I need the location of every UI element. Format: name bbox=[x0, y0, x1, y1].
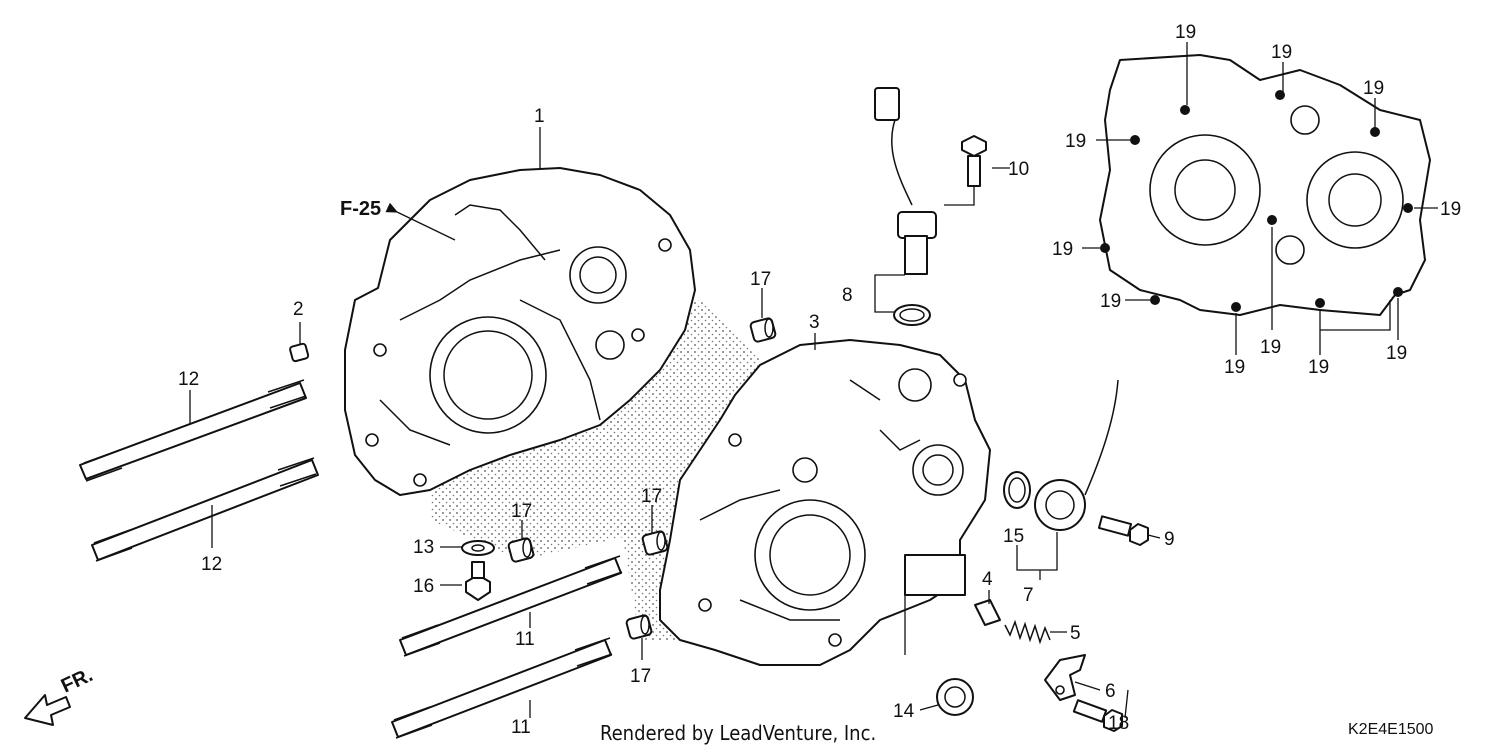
diagram-code: K2E4E1500 bbox=[1348, 721, 1434, 738]
callout-labels: 1 2 3 4 5 6 7 8 9 10 11 11 12 12 13 14 1… bbox=[178, 22, 1461, 738]
callout-9: 9 bbox=[1164, 529, 1175, 550]
bolt-10 bbox=[961, 135, 987, 187]
front-arrow-icon bbox=[24, 694, 71, 726]
callout-14: 14 bbox=[893, 701, 915, 722]
bolt-18 bbox=[1072, 699, 1123, 732]
callout-5: 5 bbox=[1070, 623, 1081, 644]
callout-3: 3 bbox=[809, 312, 820, 333]
oil-seal-14 bbox=[936, 678, 974, 716]
callout-19-j: 19 bbox=[1308, 357, 1329, 378]
callout-17-d: 17 bbox=[630, 666, 651, 687]
sensor-8 bbox=[874, 87, 937, 326]
callout-19-f: 19 bbox=[1052, 239, 1073, 260]
front-direction-indicator: FR. bbox=[24, 664, 96, 726]
callout-2: 2 bbox=[293, 299, 304, 320]
reference-f25: F-25 bbox=[340, 198, 381, 220]
callout-7: 7 bbox=[1023, 585, 1034, 606]
dowel-pin-17-b bbox=[507, 537, 535, 563]
stud-bolt-11-lower bbox=[391, 637, 613, 739]
dowel-pin-17-c bbox=[641, 530, 669, 556]
switch-7 bbox=[1034, 379, 1119, 531]
callout-11-upper: 11 bbox=[515, 629, 535, 650]
o-ring-15 bbox=[1003, 471, 1031, 509]
callout-19-a: 19 bbox=[1175, 22, 1196, 43]
plunger-4 bbox=[974, 599, 1001, 626]
callout-19-e: 19 bbox=[1440, 199, 1461, 220]
crankcase-gasket bbox=[1099, 54, 1431, 316]
bolt-9 bbox=[1097, 515, 1149, 546]
callout-19-b: 19 bbox=[1271, 42, 1292, 63]
stopper-arm-6 bbox=[1044, 654, 1086, 701]
callout-19-k: 19 bbox=[1386, 343, 1407, 364]
callout-4: 4 bbox=[982, 569, 993, 590]
callout-12-upper: 12 bbox=[178, 369, 199, 390]
stud-bolt-12-upper bbox=[79, 379, 307, 482]
callout-17-b: 17 bbox=[511, 501, 532, 522]
callout-17-a: 17 bbox=[750, 269, 771, 290]
callout-8: 8 bbox=[842, 285, 853, 306]
callout-1: 1 bbox=[534, 106, 545, 127]
callout-19-d: 19 bbox=[1065, 131, 1086, 152]
callout-19-c: 19 bbox=[1363, 78, 1384, 99]
footer-credit: Rendered by LeadVenture, Inc. bbox=[600, 721, 876, 745]
dowel-pin-17-a bbox=[749, 317, 777, 343]
callout-18: 18 bbox=[1108, 713, 1129, 734]
spring-5 bbox=[1004, 619, 1051, 645]
drain-bolt-16 bbox=[465, 561, 491, 601]
callout-10: 10 bbox=[1008, 159, 1029, 180]
pin-2 bbox=[289, 342, 310, 363]
left-crankcase-half bbox=[344, 167, 696, 496]
callout-13: 13 bbox=[413, 537, 434, 558]
stud-bolt-12-lower bbox=[91, 457, 319, 562]
callout-19-g: 19 bbox=[1100, 291, 1121, 312]
callout-6: 6 bbox=[1105, 681, 1116, 702]
callout-15: 15 bbox=[1003, 526, 1024, 547]
right-crankcase-half bbox=[659, 339, 991, 666]
dowel-pin-17-d bbox=[625, 614, 653, 640]
callout-11-lower: 11 bbox=[511, 717, 531, 738]
callout-16: 16 bbox=[413, 576, 434, 597]
front-label: FR. bbox=[58, 664, 96, 698]
sealing-washer-13 bbox=[461, 540, 495, 556]
callout-19-h: 19 bbox=[1224, 357, 1245, 378]
callout-17-c: 17 bbox=[641, 486, 662, 507]
callout-19-i: 19 bbox=[1260, 337, 1281, 358]
leader-lines bbox=[189, 42, 1438, 719]
stud-bolt-11-upper bbox=[399, 555, 623, 657]
callout-12-lower: 12 bbox=[201, 554, 222, 575]
